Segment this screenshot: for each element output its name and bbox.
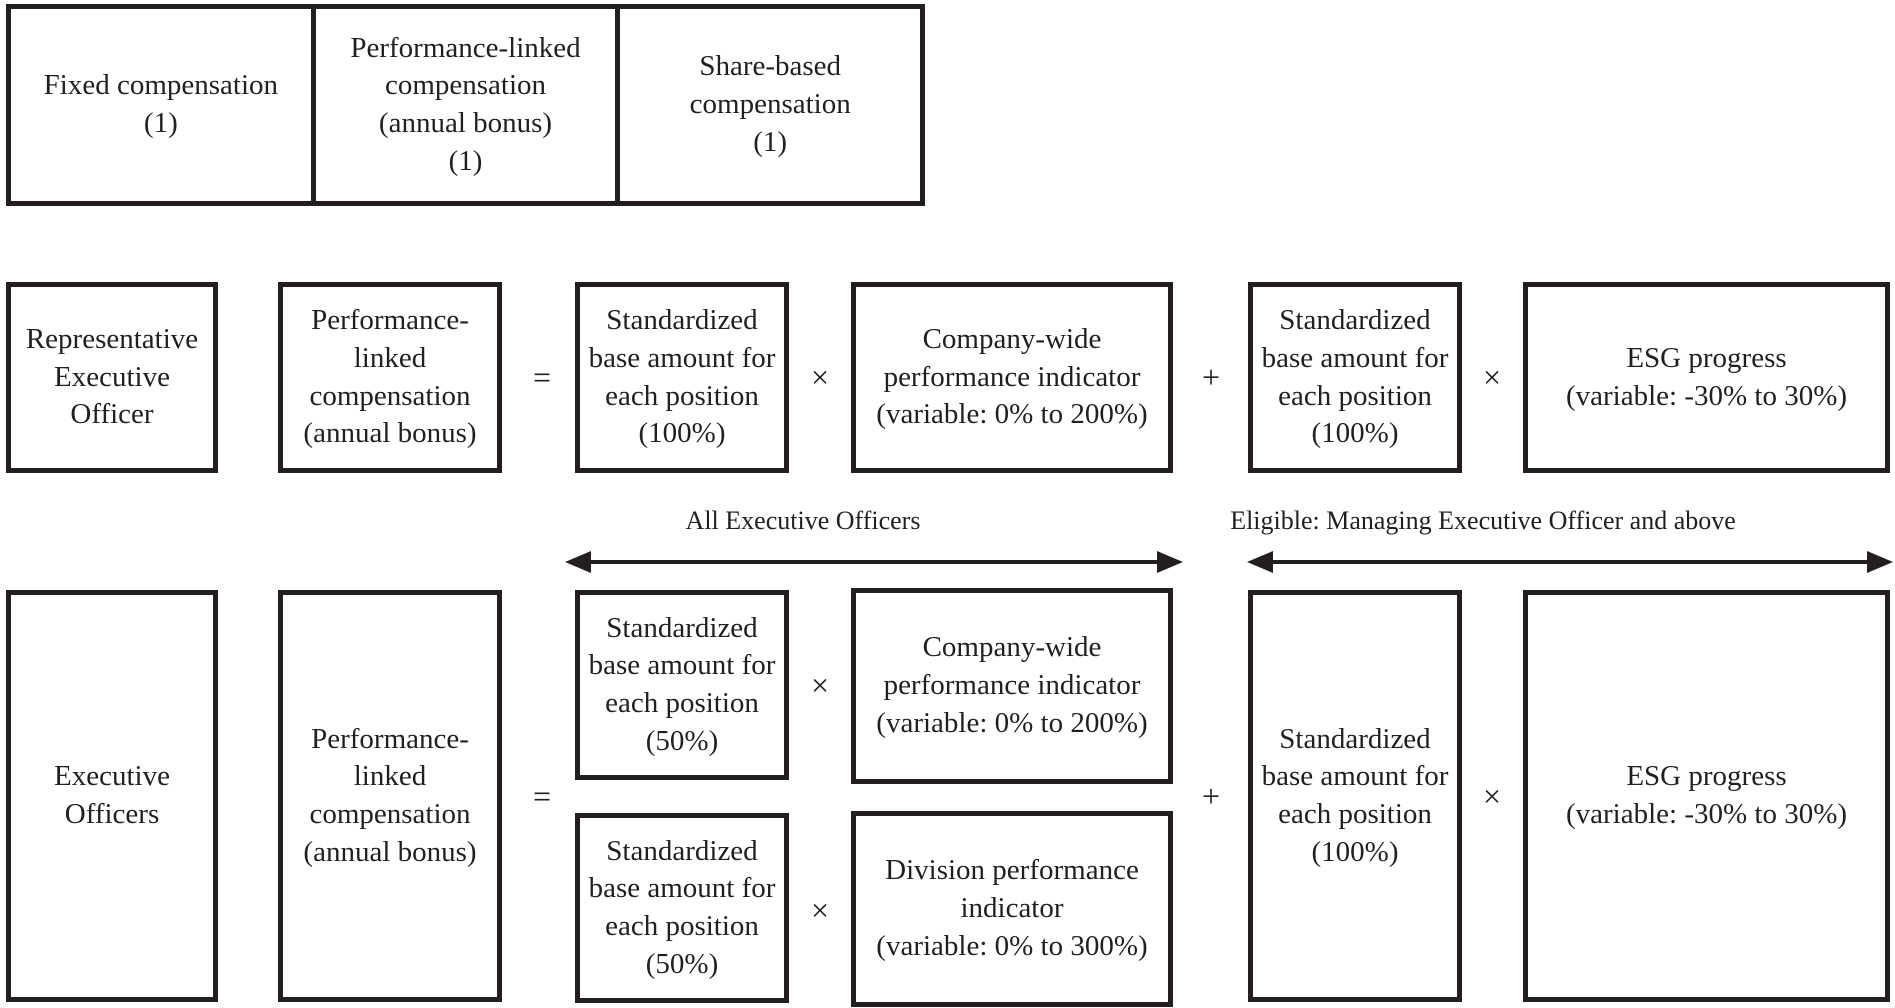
exec-times-company-operator: × [810, 667, 830, 703]
exec-base-company-box: Standardized base amount for each positi… [575, 590, 789, 780]
legend-cell-share-based-compensation: Share-based compensation (1) [615, 9, 920, 201]
rep-esg-progress-box: ESG progress (variable: -30% to 30%) [1523, 282, 1890, 473]
exec-equals-operator: = [532, 778, 552, 814]
exec-company-indicator-box: Company-wide performance indicator (vari… [851, 588, 1173, 784]
scope-label-all-executive-officers: All Executive Officers [685, 506, 921, 535]
exec-officer-box: Executive Officers [6, 590, 218, 1002]
legend-cell-performance-linked-compensation: Performance-linked compensation (annual … [310, 9, 616, 201]
arrowhead-right-icon [1157, 551, 1183, 573]
rep-equals-operator: = [532, 359, 552, 395]
legend-cell-fixed-compensation: Fixed compensation (1) [43, 69, 279, 139]
arrowhead-left-icon [565, 551, 591, 573]
exec-division-indicator-box: Division performance indicator (variable… [851, 811, 1173, 1007]
rep-officer-box: Representative Executive Officer [6, 282, 218, 473]
rep-company-indicator-box: Company-wide performance indicator (vari… [851, 282, 1173, 473]
rep-compensation-box: Performance- linked compensation (annual… [278, 282, 502, 473]
exec-times-division-operator: × [810, 892, 830, 928]
exec-base-esg-box: Standardized base amount for each positi… [1248, 590, 1462, 1002]
exec-plus-operator: + [1201, 778, 1221, 814]
rep-times-company-operator: × [810, 359, 830, 395]
compensation-types-legend: Fixed compensation (1) Performance-linke… [6, 4, 925, 206]
rep-plus-operator: + [1201, 359, 1221, 395]
exec-esg-progress-box: ESG progress (variable: -30% to 30%) [1523, 590, 1890, 1002]
scope-label-eligible-managing-officers: Eligible: Managing Executive Officer and… [1230, 506, 1736, 535]
eligible-officers-range-arrow [1247, 551, 1893, 573]
rep-base-company-box: Standardized base amount for each positi… [575, 282, 789, 473]
arrowhead-right-icon [1867, 551, 1893, 573]
exec-compensation-box: Performance- linked compensation (annual… [278, 590, 502, 1002]
all-officers-range-arrow [565, 551, 1183, 573]
exec-base-division-box: Standardized base amount for each positi… [575, 813, 789, 1003]
exec-times-esg-operator: × [1482, 778, 1502, 814]
rep-base-esg-box: Standardized base amount for each positi… [1248, 282, 1462, 473]
arrowhead-left-icon [1247, 551, 1273, 573]
rep-times-esg-operator: × [1482, 359, 1502, 395]
